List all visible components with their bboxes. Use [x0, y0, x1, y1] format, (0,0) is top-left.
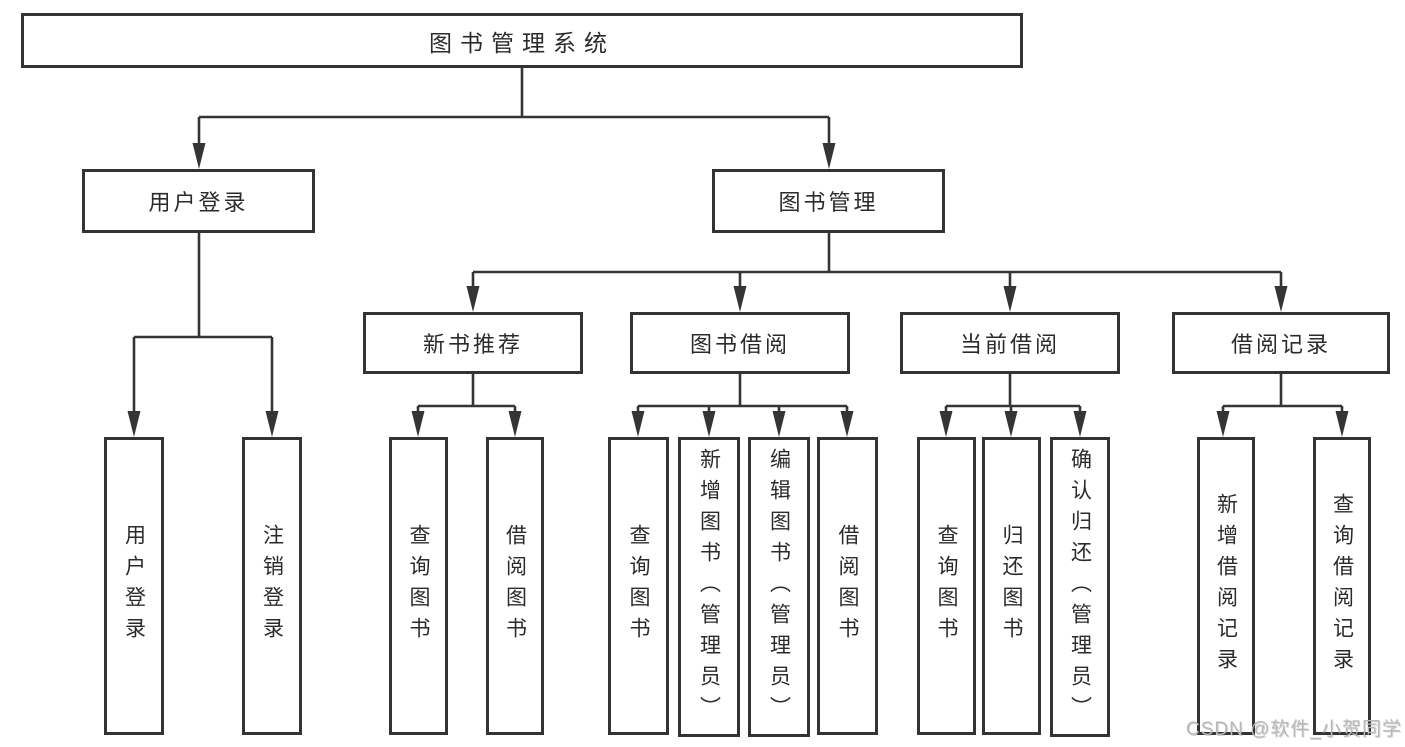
- node-new-book-recommend: 新书推荐: [363, 312, 583, 374]
- node-user-login: 用户登录: [82, 169, 315, 233]
- node-book-management-label: 图书管理: [778, 190, 879, 215]
- node-book-management: 图书管理: [712, 169, 945, 233]
- leaf-logout-label: 注销登录: [260, 524, 284, 648]
- leaf-query-books-borrowing: 查询图书: [608, 437, 669, 735]
- leaf-confirm-return-admin-label: 确认归还（管理员）: [1068, 447, 1092, 727]
- arrowhead-down-icon: [265, 411, 279, 437]
- leaf-edit-book-admin-label: 编辑图书（管理员）: [767, 447, 791, 727]
- arrowhead-down-icon: [939, 411, 953, 437]
- node-current-borrowing-label: 当前借阅: [959, 332, 1060, 357]
- node-borrowing-records: 借阅记录: [1172, 312, 1390, 374]
- arrowhead-down-icon: [1216, 411, 1230, 437]
- leaf-confirm-return-admin: 确认归还（管理员）: [1050, 437, 1110, 737]
- arrowhead-down-icon: [1073, 411, 1087, 437]
- leaf-add-book-admin: 新增图书（管理员）: [678, 437, 740, 737]
- leaf-user-login: 用户登录: [104, 437, 164, 735]
- arrowhead-down-icon: [702, 411, 716, 437]
- leaf-query-books-current-label: 查询图书: [935, 524, 958, 648]
- leaf-borrow-books-borrowing-label: 借阅图书: [836, 524, 859, 648]
- node-new-book-recommend-label: 新书推荐: [422, 332, 523, 357]
- leaf-add-borrow-record-label: 新增借阅记录: [1214, 493, 1238, 679]
- leaf-query-books-recommend-label: 查询图书: [407, 524, 430, 648]
- node-library-system-label: 图书管理系统: [429, 29, 615, 56]
- arrowhead-down-icon: [508, 411, 522, 437]
- arrowhead-down-icon: [1004, 411, 1018, 437]
- leaf-query-books-recommend: 查询图书: [389, 437, 448, 735]
- arrowhead-down-icon: [631, 411, 645, 437]
- arrowhead-down-icon: [733, 286, 747, 312]
- arrowhead-down-icon: [1274, 286, 1288, 312]
- leaf-user-login-label: 用户登录: [122, 524, 146, 648]
- node-current-borrowing: 当前借阅: [900, 312, 1120, 374]
- leaf-borrow-books-recommend-label: 借阅图书: [503, 524, 527, 648]
- leaf-query-borrow-record: 查询借阅记录: [1313, 437, 1371, 735]
- arrowhead-down-icon: [840, 411, 854, 437]
- arrowhead-down-icon: [772, 411, 786, 437]
- leaf-borrow-books-borrowing: 借阅图书: [817, 437, 878, 735]
- leaf-edit-book-admin: 编辑图书（管理员）: [748, 437, 810, 737]
- csdn-watermark: CSDN @软件_小贺同学: [1186, 719, 1402, 740]
- leaf-add-book-admin-label: 新增图书（管理员）: [697, 447, 721, 727]
- leaf-return-book: 归还图书: [982, 437, 1041, 735]
- arrowhead-down-icon: [192, 143, 206, 169]
- arrowhead-down-icon: [411, 411, 425, 437]
- arrowhead-down-icon: [822, 143, 836, 169]
- leaf-add-borrow-record: 新增借阅记录: [1197, 437, 1255, 735]
- arrowhead-down-icon: [1003, 286, 1017, 312]
- leaf-query-borrow-record-label: 查询借阅记录: [1330, 493, 1354, 679]
- node-book-borrowing-label: 图书借阅: [689, 332, 790, 357]
- node-library-system: 图书管理系统: [21, 13, 1023, 68]
- leaf-query-books-borrowing-label: 查询图书: [627, 524, 650, 648]
- arrowhead-down-icon: [466, 286, 480, 312]
- leaf-query-books-current: 查询图书: [917, 437, 976, 735]
- arrowhead-down-icon: [1335, 411, 1349, 437]
- node-book-borrowing: 图书借阅: [630, 312, 850, 374]
- arrowhead-down-icon: [127, 411, 141, 437]
- leaf-return-book-label: 归还图书: [1000, 524, 1023, 648]
- node-user-login-label: 用户登录: [148, 190, 249, 215]
- node-borrowing-records-label: 借阅记录: [1230, 332, 1331, 357]
- leaf-borrow-books-recommend: 借阅图书: [486, 437, 544, 735]
- leaf-logout: 注销登录: [242, 437, 302, 735]
